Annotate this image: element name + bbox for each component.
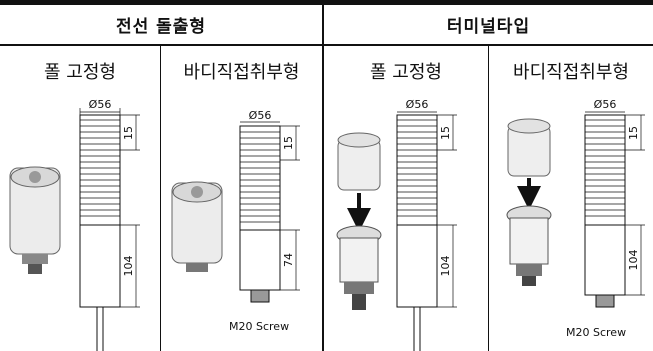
panel-3-tower-drawing [396, 111, 457, 351]
panel-1-diameter: Ø56 [89, 98, 112, 111]
panel-1-tower-drawing [79, 108, 140, 351]
panel-1-bottom-dim: 104 [122, 256, 135, 277]
header-terminal-type: 터미널타입 [446, 16, 531, 37]
header-wire-type: 전선 돌출형 [115, 16, 207, 37]
panel-2-bottom-dim: 74 [282, 253, 295, 267]
panel-3-subtitle: 폴 고정형 [370, 62, 442, 83]
panel-2-screw-label: M20 Screw [229, 320, 290, 333]
panel-3-diameter: Ø56 [406, 98, 429, 111]
panel-3-bottom-dim: 104 [439, 256, 452, 277]
panel-4-bottom-dim: 104 [627, 250, 640, 271]
header-divider [0, 44, 653, 46]
top-border [0, 0, 653, 5]
panel-3-exploded-photo [336, 132, 382, 310]
section-divider [322, 5, 324, 351]
panel-2-subtitle: 바디직접취부형 [183, 62, 300, 83]
panel-1-top-dim: 15 [122, 126, 135, 140]
panel-4-top-dim: 15 [627, 126, 640, 140]
panel-3-top-dim: 15 [439, 126, 452, 140]
panel-4-subtitle: 바디직접취부형 [513, 62, 629, 83]
panel-4-tower-drawing [584, 111, 645, 308]
panel-2-top-dim: 15 [282, 136, 295, 150]
panel-divider-right [488, 46, 489, 351]
panel-1-light-photo [9, 166, 61, 274]
panel-2-tower-drawing [239, 121, 300, 303]
panel-2-light-photo [171, 181, 223, 272]
panel-4-exploded-photo [506, 118, 552, 286]
panel-4-diameter: Ø56 [594, 98, 617, 111]
panel-1-subtitle: 폴 고정형 [44, 62, 116, 83]
panel-4-screw-label: M20 Screw [566, 326, 627, 339]
panel-2-diameter: Ø56 [249, 109, 272, 122]
panel-divider-left [160, 46, 161, 351]
